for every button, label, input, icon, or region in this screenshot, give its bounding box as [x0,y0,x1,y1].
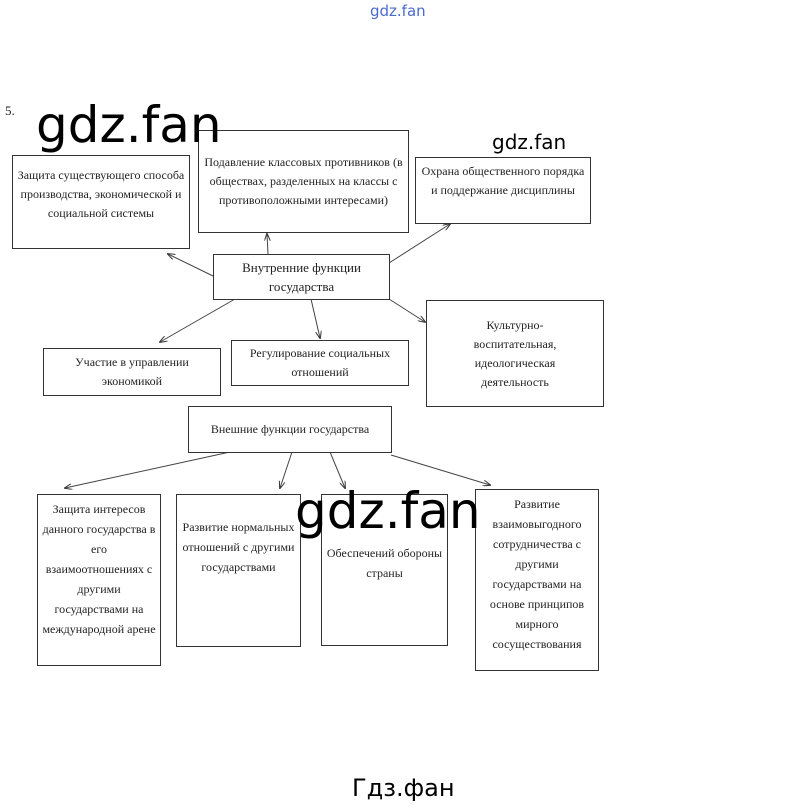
internal-function-box: Защита существующего способа производств… [12,155,190,249]
box-text: Защита интересов данного государства в е… [42,502,156,636]
arrow [168,254,214,277]
watermark-footer: Гдз.фан [352,774,455,802]
external-function-box: Обеспечений обороны страны [321,494,448,646]
box-text: Охрана общественного порядка и поддержан… [421,164,585,197]
internal-function-box: Культурно-воспитательная, идеологическая… [426,300,604,407]
external-function-box: Развитие нормальных отношений с другими … [176,494,301,647]
box-text: Обеспечений обороны страны [326,546,443,580]
box-text: Внешние функции государства [210,422,370,436]
arrow [390,454,490,485]
task-number: 5. [5,103,15,118]
box-text: Регулирование социальных отношений [249,346,391,379]
internal-function-box: Регулирование социальных отношений [231,340,409,386]
watermark-top: gdz.fan [370,2,426,20]
internal-function-box: Охрана общественного порядка и поддержан… [415,157,591,224]
box-text: Культурно-воспитательная, идеологическая… [473,317,557,389]
box-text: Внутренние функции государства [242,260,361,294]
watermark-large: gdz.fan [36,96,222,154]
arrow [65,451,231,488]
box-text: Участие в управлении экономикой [75,355,189,388]
arrow [280,451,293,488]
arrow [329,451,345,488]
arrow [388,224,450,264]
box-text: Развитие взаимовыгодного сотрудничества … [489,497,585,651]
internal-function-box: Участие в управлении экономикой [43,348,221,396]
external-functions-title: Внешние функции государства [188,406,392,453]
arrow [160,298,236,342]
external-function-box: Защита интересов данного государства в е… [37,494,161,666]
external-function-box: Развитие взаимовыгодного сотрудничества … [475,489,599,671]
arrow [310,298,320,338]
box-text: Защита существующего способа производств… [17,168,185,220]
watermark-small: gdz.fan [492,130,567,154]
arrow [388,298,425,322]
internal-functions-title: Внутренние функции государства [213,254,390,300]
box-text: Подавление классовых противников (в обще… [204,155,403,207]
internal-function-box: Подавление классовых противников (в обще… [198,130,409,233]
box-text: Развитие нормальных отношений с другими … [182,520,295,574]
watermark-large: gdz.fan [295,482,481,540]
arrow [267,234,268,255]
